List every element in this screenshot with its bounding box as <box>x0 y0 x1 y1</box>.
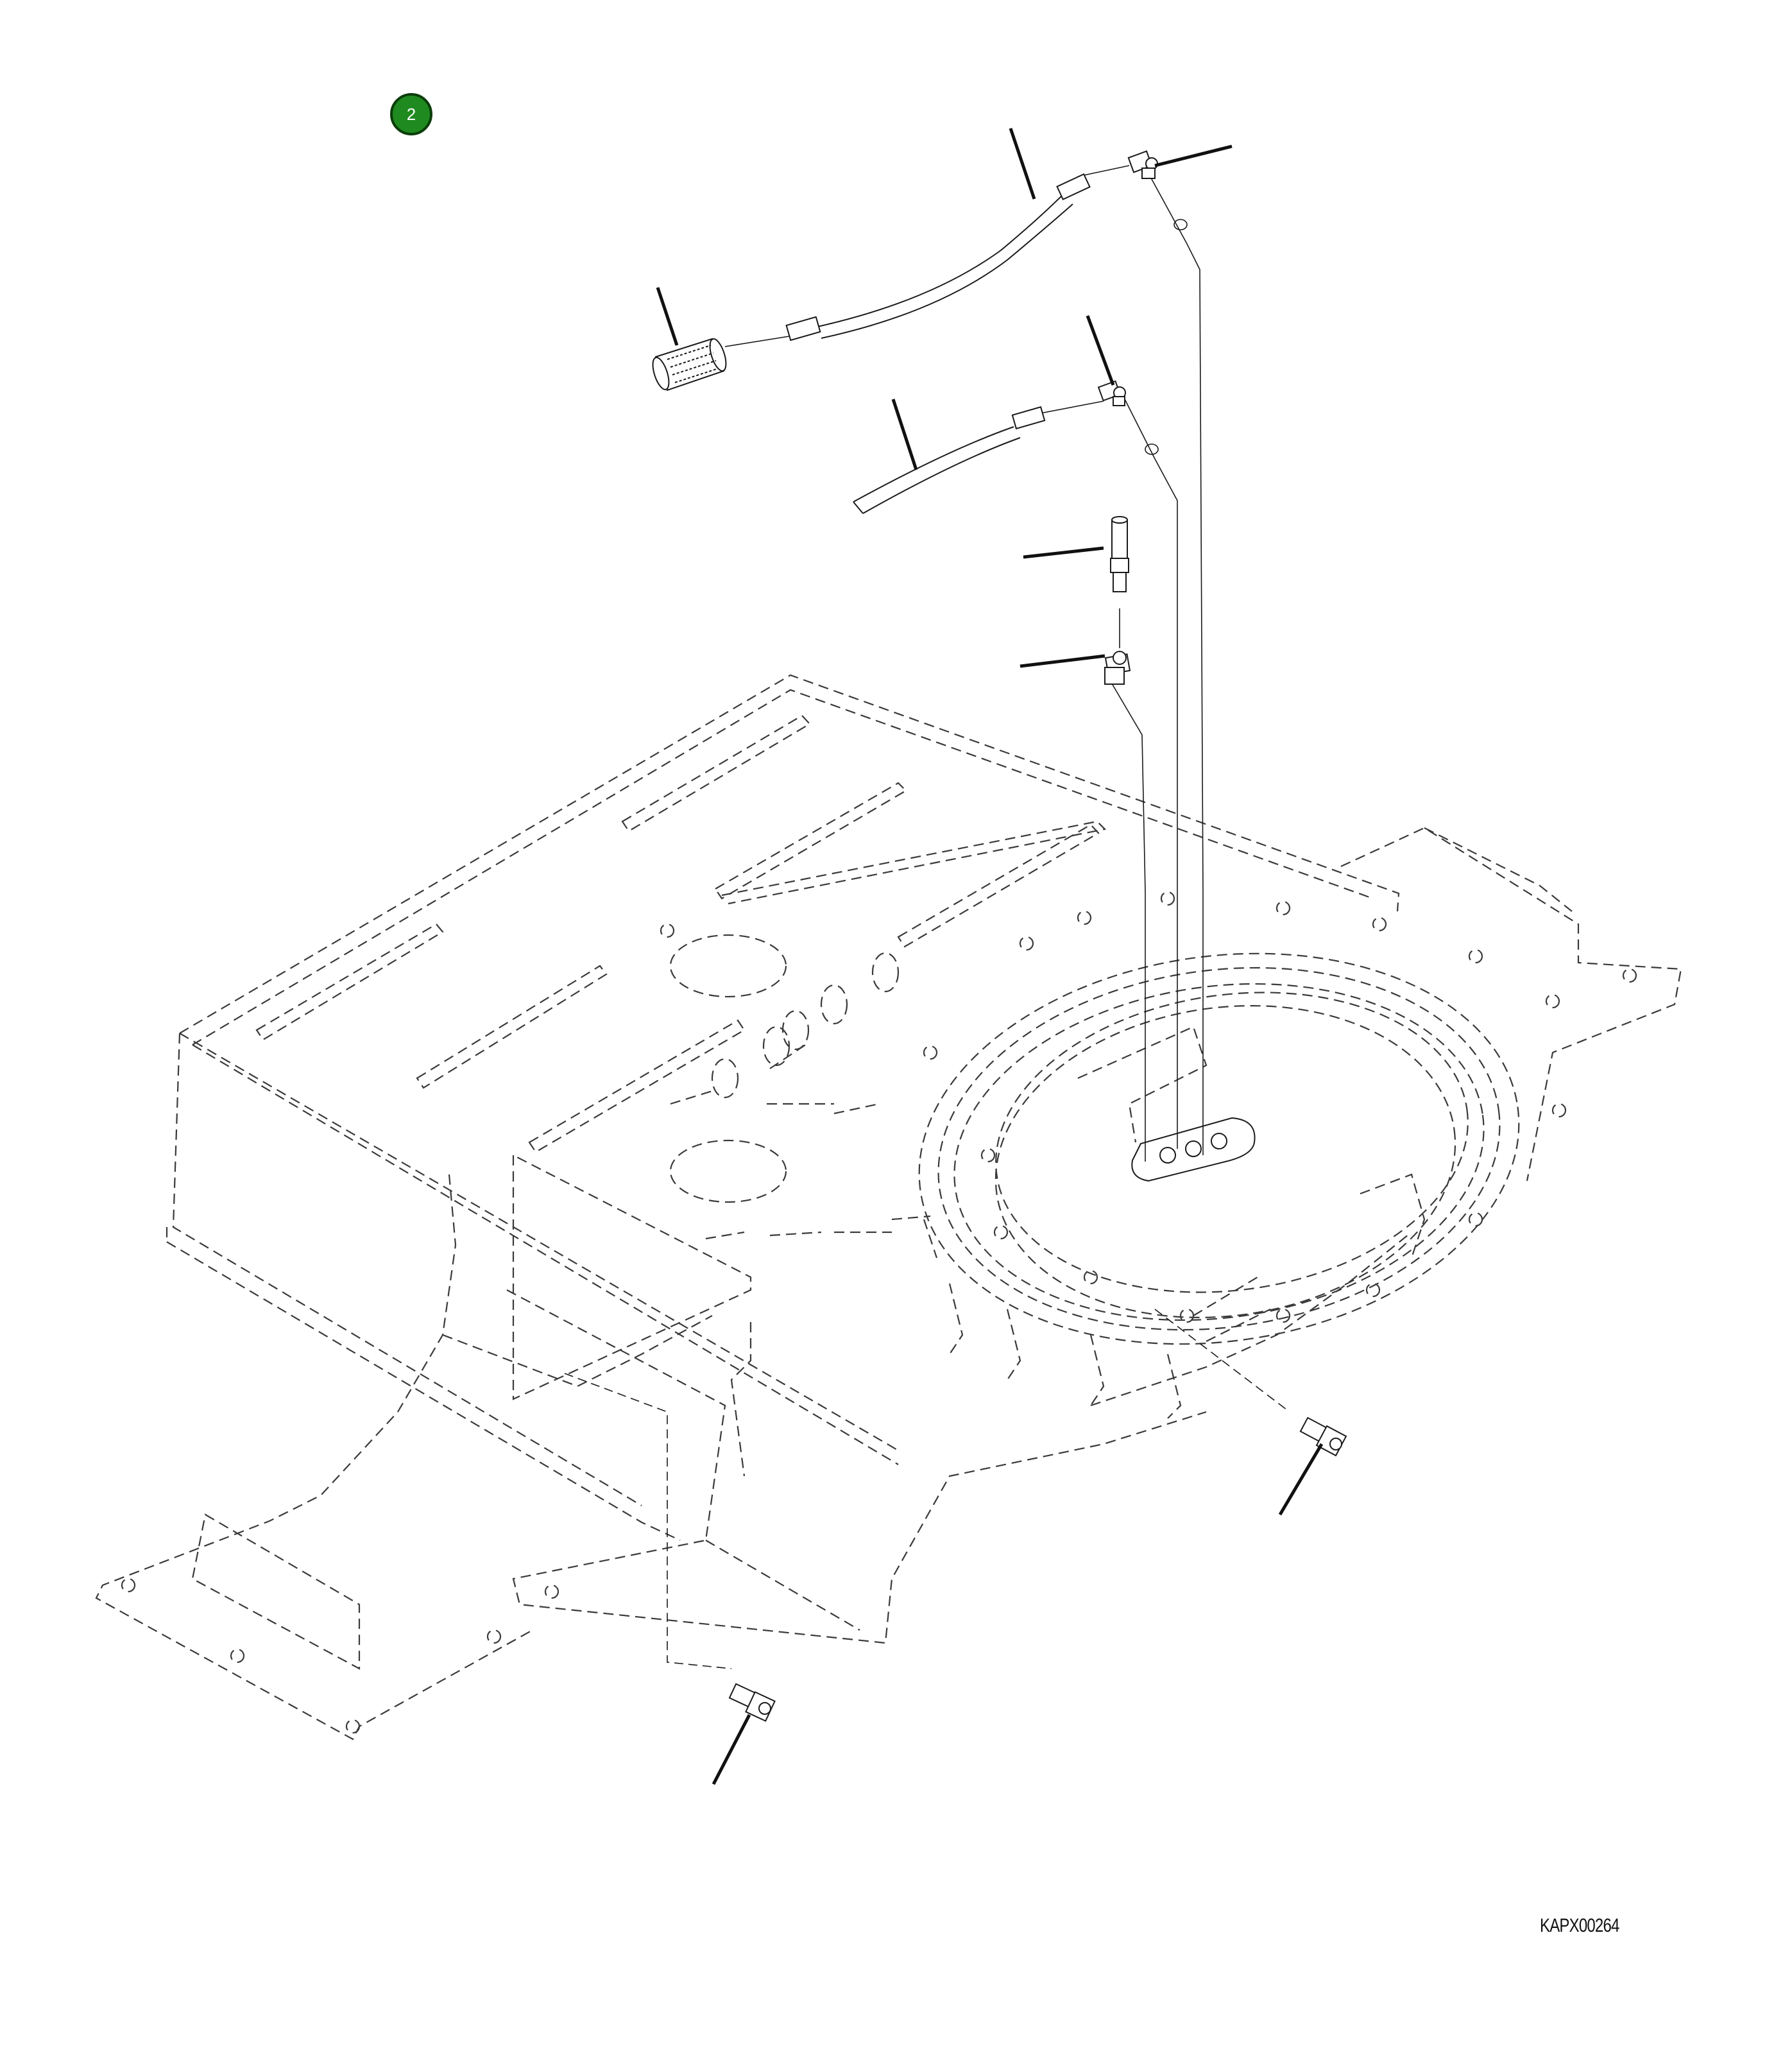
elbow-fitting-middle-part <box>1097 380 1126 406</box>
grease-fitting-right-part <box>1299 1416 1347 1457</box>
grease-hose-lower-part <box>853 406 1046 514</box>
step-number-badge: 2 <box>390 93 432 135</box>
elbow-fitting-upper-part <box>1127 150 1158 179</box>
lube-lines <box>564 165 1290 1669</box>
grease-hose-upper-part <box>785 173 1091 341</box>
strainer-part <box>652 338 727 391</box>
figure-code-label: KAPX00264 <box>1540 1915 1619 1936</box>
leader-lines <box>656 128 1324 1785</box>
straight-adapter-part <box>1110 516 1129 592</box>
elbow-fitting-lower-part <box>1104 651 1131 685</box>
swivel-manifold <box>1131 1117 1256 1182</box>
upper-frame <box>95 674 1682 1741</box>
grease-fitting-left-part <box>728 1683 776 1722</box>
